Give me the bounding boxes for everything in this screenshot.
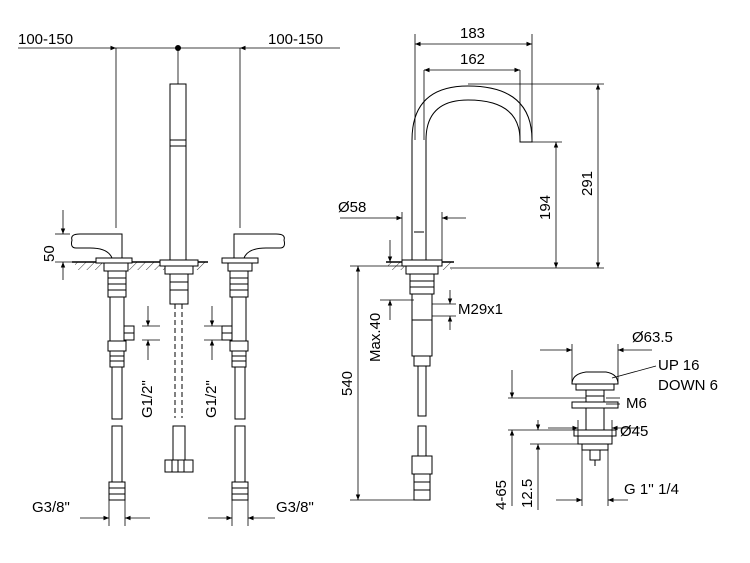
total-height-label: 291 [579, 171, 596, 196]
outlet-height-label: 194 [537, 195, 554, 220]
center-spout [169, 83, 187, 261]
right-hose [234, 366, 246, 420]
right-handle [233, 233, 285, 259]
thread-right-label: G1/2" [203, 380, 220, 418]
up-label: UP 16 [658, 357, 699, 374]
reach-outer-label: 183 [460, 25, 485, 42]
hose-left-label: G3/8" [32, 499, 70, 516]
cap-dia-label: Ø63.5 [632, 329, 673, 346]
down-label: DOWN 6 [658, 377, 718, 394]
deck-max-label: Max.40 [367, 313, 384, 362]
left-hose [111, 366, 123, 420]
handle-height-label: 50 [41, 245, 58, 262]
flange-dia-label: Ø45 [620, 423, 648, 440]
side-view: 183 162 291 194 Ø58 Max.40 M29x1 [338, 25, 604, 501]
base-dia-label: Ø58 [338, 199, 366, 216]
side-hose [417, 365, 427, 417]
spacing-left-label: 100-150 [18, 31, 73, 48]
waste-cap [571, 371, 619, 385]
range-label: 4-65 [493, 480, 510, 510]
deck-hatch [75, 262, 205, 270]
hose-length-label: 540 [339, 371, 356, 396]
front-view: 100-150 100-150 50 [18, 31, 340, 526]
thread-left-label: G1/2" [139, 380, 156, 418]
popup-waste: Ø63.5 UP 16 DOWN 6 M6 Ø45 4-65 12.5 G 1'… [493, 329, 718, 510]
reach-inner-label: 162 [460, 51, 485, 68]
shank-thread-label: M29x1 [458, 301, 503, 318]
m6-label: M6 [626, 395, 647, 412]
waste-thread-label: G 1'' 1/4 [624, 481, 679, 498]
spacing-right-label: 100-150 [268, 31, 323, 48]
hose-right-label: G3/8" [276, 499, 314, 516]
left-handle [71, 233, 123, 259]
flange-height-label: 12.5 [519, 479, 536, 508]
gooseneck-spout [411, 85, 533, 260]
